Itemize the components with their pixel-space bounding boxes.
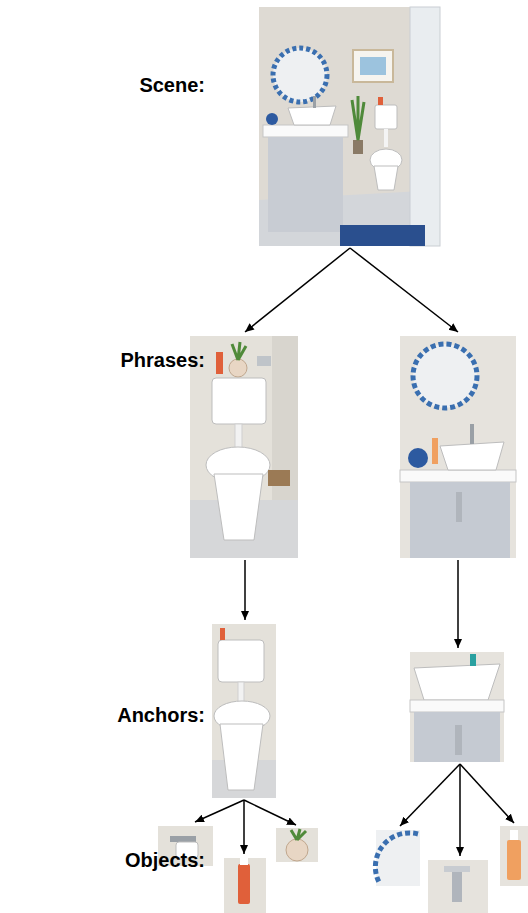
level-label: Objects: [125,848,205,872]
scene-photo [259,7,440,246]
phrase-photo-toilet [190,336,298,558]
anchor-photo-sink [410,652,504,762]
level-label: Phrases: [121,348,206,372]
phrase-photo-sink [400,336,516,558]
hierarchy-arrows [195,248,514,856]
level-label: Scene: [139,73,205,97]
anchor-photo-toilet [212,624,276,798]
object-photos [158,826,528,913]
level-label: Anchors: [117,703,205,727]
